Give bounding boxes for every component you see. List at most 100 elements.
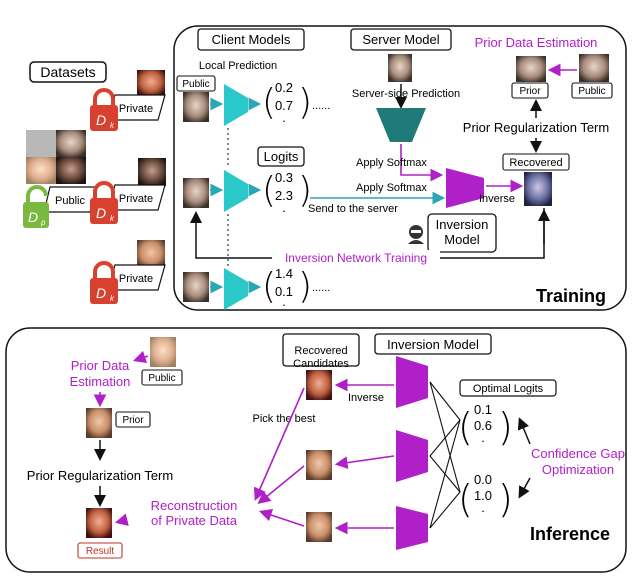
logit-value: . bbox=[481, 500, 485, 515]
training-panel: Training Client Models Local Prediction … bbox=[173, 25, 627, 311]
prior-face-image bbox=[86, 408, 112, 438]
inversion-network-training-label: Inversion Network Training bbox=[285, 251, 427, 265]
logit-value: . bbox=[282, 294, 286, 309]
public-face-image bbox=[56, 157, 86, 184]
logits-bracket-left: ( bbox=[262, 266, 276, 307]
lock-icon: D k bbox=[90, 261, 118, 304]
prior-regularization-label: Prior Regularization Term bbox=[27, 468, 173, 483]
optimal-logits-label: Optimal Logits bbox=[473, 383, 544, 395]
inverse-label: Inverse bbox=[479, 193, 515, 205]
hacker-icon bbox=[408, 225, 424, 244]
public-face-image bbox=[150, 337, 176, 367]
inversion-model-shape bbox=[396, 430, 428, 482]
dataset-symbol: D bbox=[28, 209, 38, 225]
private-label: Private bbox=[119, 273, 153, 285]
recovered-tag: Recovered bbox=[509, 157, 562, 169]
connection-lines bbox=[429, 381, 461, 529]
dataset-symbol: D bbox=[96, 205, 106, 221]
result-face-image bbox=[86, 508, 112, 538]
logits-bracket-right: ) bbox=[298, 170, 312, 211]
prior-data-estimation-label: Prior Data Estimation bbox=[475, 35, 598, 50]
datasets-panel: Datasets Private D k Public D bbox=[23, 61, 166, 304]
client-model-shape bbox=[224, 84, 248, 126]
server-model-label: Server Model bbox=[362, 32, 439, 47]
dataset-subscript: p bbox=[40, 218, 46, 227]
server-face-image bbox=[388, 54, 412, 82]
candidate-face-image bbox=[306, 450, 332, 480]
inversion-model-shape bbox=[396, 356, 428, 408]
logit-value: 0.6 bbox=[474, 418, 492, 433]
private-label: Private bbox=[119, 193, 153, 205]
logit-value: . bbox=[282, 200, 286, 215]
unlock-icon: D p bbox=[23, 185, 49, 228]
inversion-model-shape bbox=[396, 506, 428, 550]
public-face-image bbox=[56, 130, 86, 157]
client-input-image bbox=[183, 92, 209, 122]
private-label: Private bbox=[119, 103, 153, 115]
logit-value: . bbox=[481, 430, 485, 445]
logit-value: 0.0 bbox=[474, 472, 492, 487]
dataset-subscript: k bbox=[110, 214, 115, 223]
logits-bracket-left: ( bbox=[458, 477, 473, 521]
logit-value: 1.4 bbox=[275, 266, 293, 281]
client-input-image bbox=[183, 272, 209, 302]
logits-bracket-left: ( bbox=[262, 82, 276, 123]
logit-value: 0.7 bbox=[275, 98, 293, 113]
logits-label: Logits bbox=[264, 149, 299, 164]
private-dataset-1: Private D k bbox=[90, 70, 166, 131]
public-face-image bbox=[26, 157, 56, 184]
private-face-image bbox=[137, 240, 165, 268]
logits-bracket-right: ) bbox=[298, 266, 312, 307]
prior-regularization-label: Prior Regularization Term bbox=[463, 120, 609, 135]
logit-value: 1.0 bbox=[474, 488, 492, 503]
logits-bracket-left: ( bbox=[262, 170, 276, 211]
dataset-symbol: D bbox=[96, 112, 106, 128]
inference-title: Inference bbox=[530, 524, 610, 544]
recovered-face-image bbox=[524, 172, 552, 206]
prior-face-image bbox=[516, 56, 546, 82]
client-model-shape bbox=[224, 170, 248, 212]
private-face-image bbox=[138, 158, 166, 186]
apply-softmax-label: Apply Softmax bbox=[356, 182, 427, 194]
local-prediction-label: Local Prediction bbox=[199, 60, 277, 72]
public-dataset: Public D p bbox=[23, 130, 97, 228]
public-face-image bbox=[579, 54, 609, 82]
result-tag: Result bbox=[86, 546, 115, 557]
inversion-model-shape bbox=[446, 168, 484, 208]
training-title: Training bbox=[536, 286, 606, 306]
datasets-label: Datasets bbox=[40, 64, 95, 80]
logits-bracket-right: ) bbox=[298, 82, 312, 123]
lock-icon: D k bbox=[90, 88, 118, 131]
dataset-symbol: D bbox=[96, 285, 106, 301]
inversion-model-label: Inversion Model bbox=[387, 337, 479, 352]
logit-value: 0.2 bbox=[275, 80, 293, 95]
server-model-shape bbox=[376, 108, 426, 142]
public-tag: Public bbox=[182, 79, 209, 90]
inverse-label: Inverse bbox=[348, 392, 384, 404]
candidate-face-image bbox=[306, 512, 332, 542]
client-model-shape bbox=[224, 268, 248, 310]
private-dataset-3: Private D k bbox=[90, 240, 166, 304]
logit-value: 2.3 bbox=[275, 188, 293, 203]
prior-tag: Prior bbox=[122, 415, 144, 426]
private-dataset-2: Private D k bbox=[90, 158, 166, 224]
dataset-subscript: k bbox=[110, 121, 115, 130]
dataset-subscript: k bbox=[110, 294, 115, 303]
ellipsis: ...... bbox=[312, 282, 330, 294]
logit-value: . bbox=[282, 110, 286, 125]
send-to-server-label: Send to the server bbox=[308, 203, 398, 215]
logit-value: 0.1 bbox=[474, 402, 492, 417]
public-label: Public bbox=[55, 195, 85, 207]
public-tag: Public bbox=[578, 86, 605, 97]
client-input-image bbox=[183, 178, 209, 208]
prior-tag: Prior bbox=[519, 86, 541, 97]
logits-bracket-right: ) bbox=[498, 405, 513, 449]
apply-softmax-label: Apply Softmax bbox=[356, 157, 427, 169]
logit-value: 0.1 bbox=[275, 284, 293, 299]
logits-bracket-right: ) bbox=[498, 477, 513, 521]
